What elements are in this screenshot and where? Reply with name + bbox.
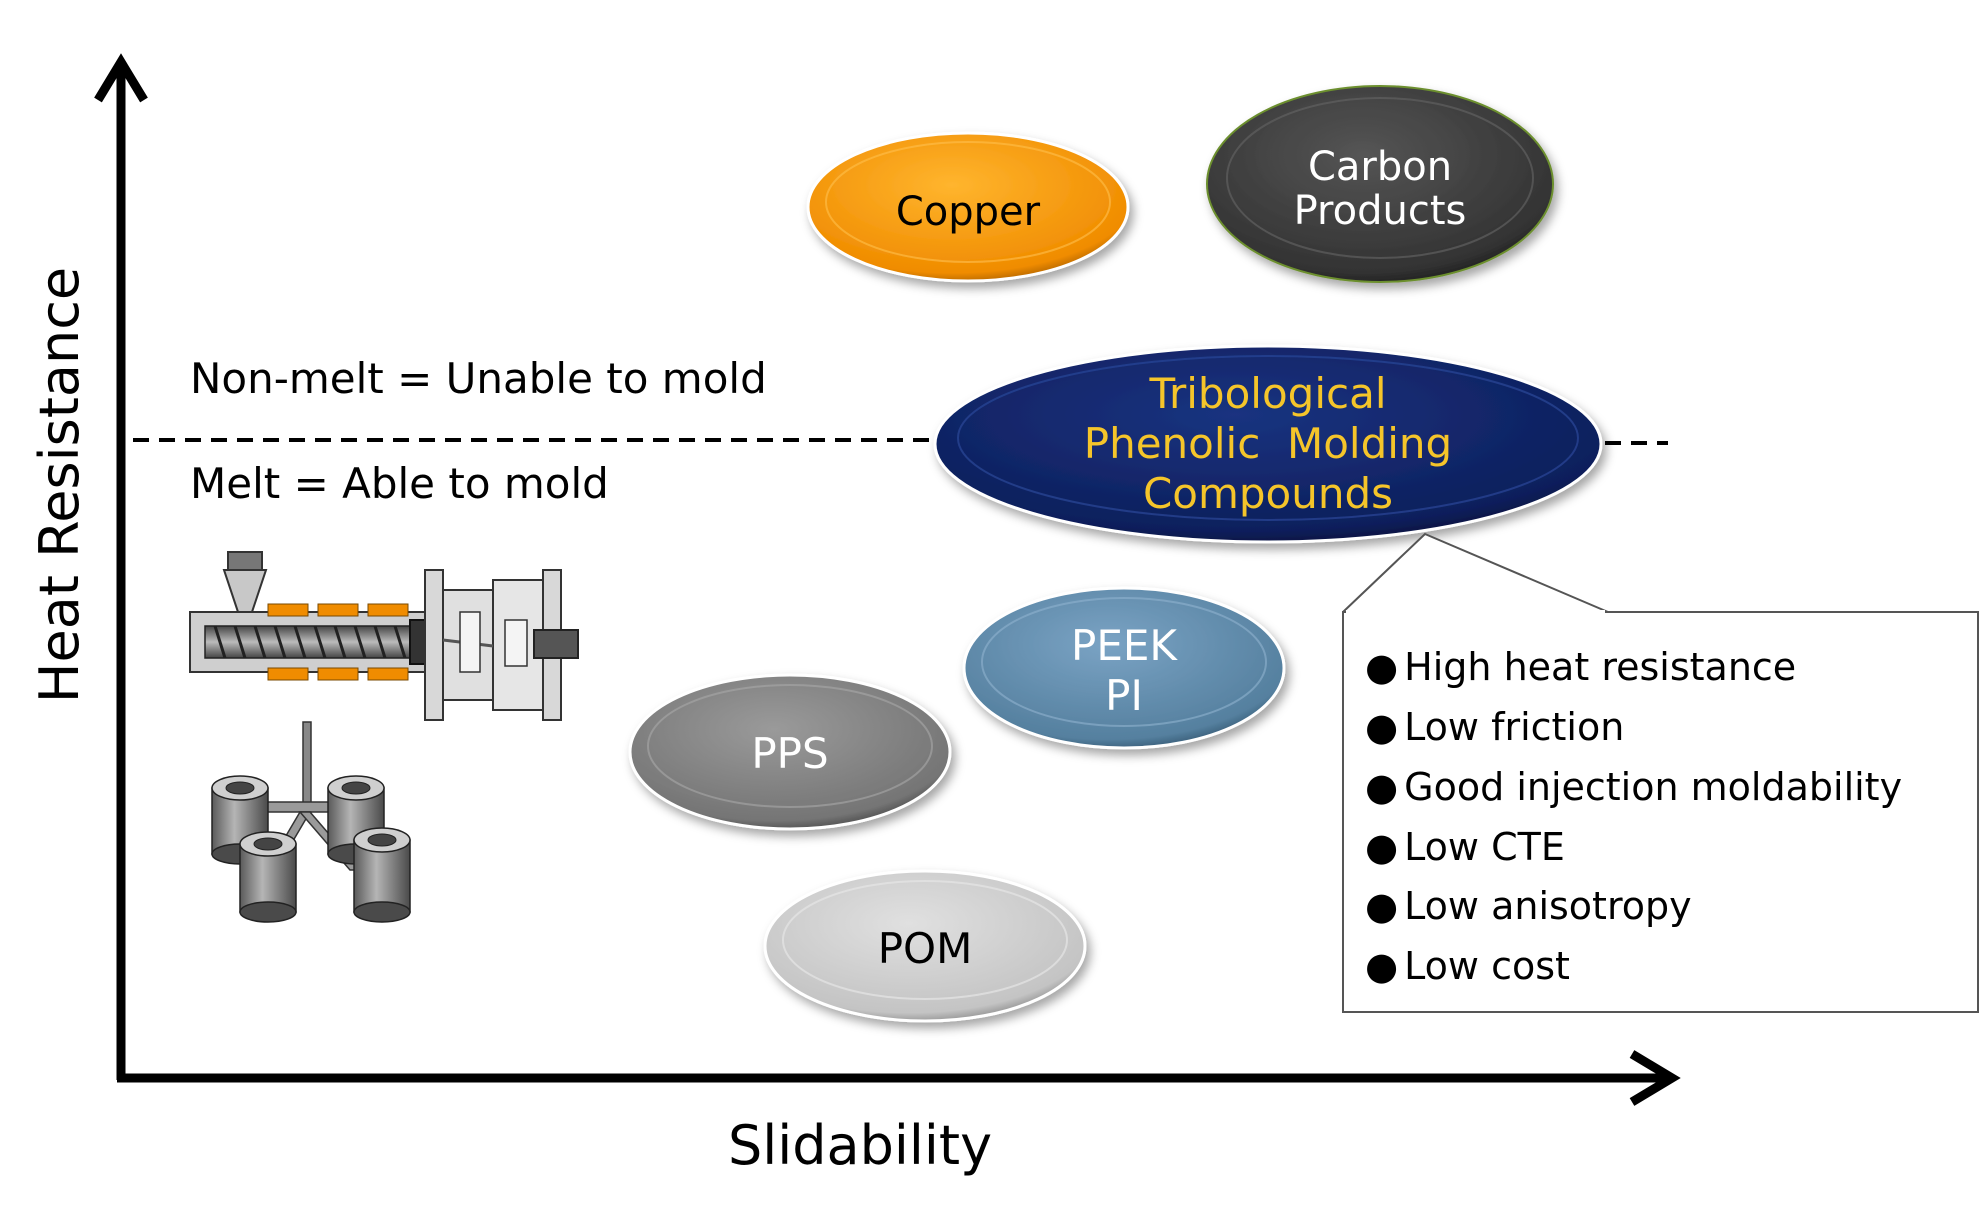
feature-item: ●High heat resistance — [1365, 645, 1796, 689]
non-melt-label: Non-melt = Unable to mold — [190, 354, 767, 403]
feature-list: ●High heat resistance ●Low friction ●Goo… — [1365, 645, 1902, 988]
pi-label: PI — [1105, 671, 1143, 720]
carbon-products-label-line2: Products — [1294, 188, 1467, 234]
feature-item: ●Low CTE — [1365, 825, 1565, 869]
peek-label: PEEK — [1071, 621, 1178, 670]
x-axis-label: Slidability — [728, 1114, 992, 1177]
carbon-products-ellipse — [1206, 85, 1554, 283]
feature-item: ●Good injection moldability — [1365, 765, 1902, 809]
pom-ellipse — [763, 869, 1087, 1023]
tribological-compounds-ellipse — [933, 344, 1603, 544]
feature-item: ●Low cost — [1365, 944, 1570, 988]
feature-item: ●Low anisotropy — [1365, 884, 1692, 928]
injection-molding-machine-icon — [189, 551, 579, 721]
pps-ellipse — [628, 673, 952, 831]
molded-parts-icon — [211, 721, 411, 923]
y-axis-label: Heat Resistance — [28, 267, 91, 703]
carbon-products-label-line1: Carbon — [1308, 144, 1452, 190]
pom-label: POM — [878, 924, 973, 973]
tribological-label-line3: Compounds — [1143, 469, 1393, 518]
peek-pi-ellipse — [962, 586, 1286, 750]
feature-item: ●Low friction — [1365, 705, 1624, 749]
melt-label: Melt = Able to mold — [190, 459, 609, 508]
x-axis — [117, 1050, 1681, 1106]
mold-threshold-line — [133, 438, 1668, 445]
copper-label: Copper — [896, 189, 1041, 235]
copper-ellipse — [806, 131, 1130, 283]
tribological-label-line1: Tribological — [1149, 369, 1387, 418]
pps-label: PPS — [751, 729, 828, 778]
tribological-label-line2: Phenolic Molding — [1084, 419, 1452, 468]
y-axis — [94, 53, 148, 1080]
features-callout — [1342, 532, 1979, 1013]
